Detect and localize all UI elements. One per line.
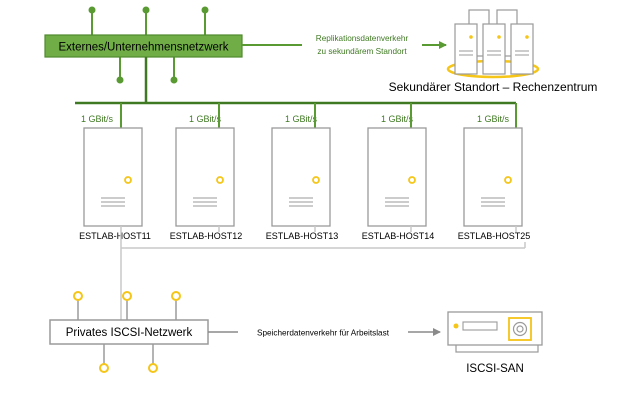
san-label: ISCSI-SAN: [466, 363, 524, 375]
private-network-box: [49, 319, 209, 345]
server-icon: [175, 127, 235, 227]
power-indicator-icon: [312, 176, 320, 184]
server-icon: [83, 127, 143, 227]
san-icon: [447, 311, 543, 353]
private-network-stubs: [73, 291, 181, 373]
replication-label-bg: [302, 31, 422, 59]
secondary-site-label: Sekundärer Standort – Rechenzentrum: [389, 80, 598, 94]
host-speed-label: 1 GBit/s: [81, 114, 114, 124]
host-3: 1 GBit/s ESTLAB-HOST13: [266, 103, 339, 241]
server-icon: [271, 127, 331, 227]
server-icon: [367, 127, 427, 227]
host-name-label: ESTLAB-HOST14: [362, 231, 435, 241]
host-1: 1 GBit/s ESTLAB-HOST11: [79, 103, 151, 241]
storage-traffic-label-bg: [238, 325, 408, 339]
replication-label-line2: zu sekundärem Standort: [317, 47, 407, 56]
host-speed-label: 1 GBit/s: [381, 114, 414, 124]
power-indicator-icon: [216, 176, 224, 184]
host-name-label: ESTLAB-HOST25: [458, 231, 531, 241]
host-name-label: ESTLAB-HOST11: [79, 231, 151, 241]
host-name-label: ESTLAB-HOST12: [170, 231, 243, 241]
host-4: 1 GBit/s ESTLAB-HOST14: [362, 103, 435, 241]
server-icon: [463, 127, 523, 227]
external-network-stubs: [88, 6, 209, 84]
host-speed-label: 1 GBit/s: [285, 114, 318, 124]
external-network-label: Externes/Unternehmensnetzwerk: [58, 42, 228, 54]
power-indicator-icon: [124, 176, 132, 184]
replication-label-line1: Replikationsdatenverkehr: [316, 34, 409, 43]
datacenter-icon: [446, 9, 540, 79]
power-indicator-icon: [504, 176, 512, 184]
host-name-label: ESTLAB-HOST13: [266, 231, 339, 241]
host-2: 1 GBit/s ESTLAB-HOST12: [170, 103, 243, 241]
private-network-label: Privates ISCSI-Netzwerk: [66, 327, 193, 339]
host-5: 1 GBit/s ESTLAB-HOST25: [458, 103, 531, 241]
storage-bus-lines: [120, 226, 526, 320]
storage-traffic-label: Speicherdatenverkehr für Arbeitslast: [257, 329, 390, 338]
host-speed-label: 1 GBit/s: [189, 114, 222, 124]
host-speed-label: 1 GBit/s: [477, 114, 510, 124]
power-indicator-icon: [408, 176, 416, 184]
